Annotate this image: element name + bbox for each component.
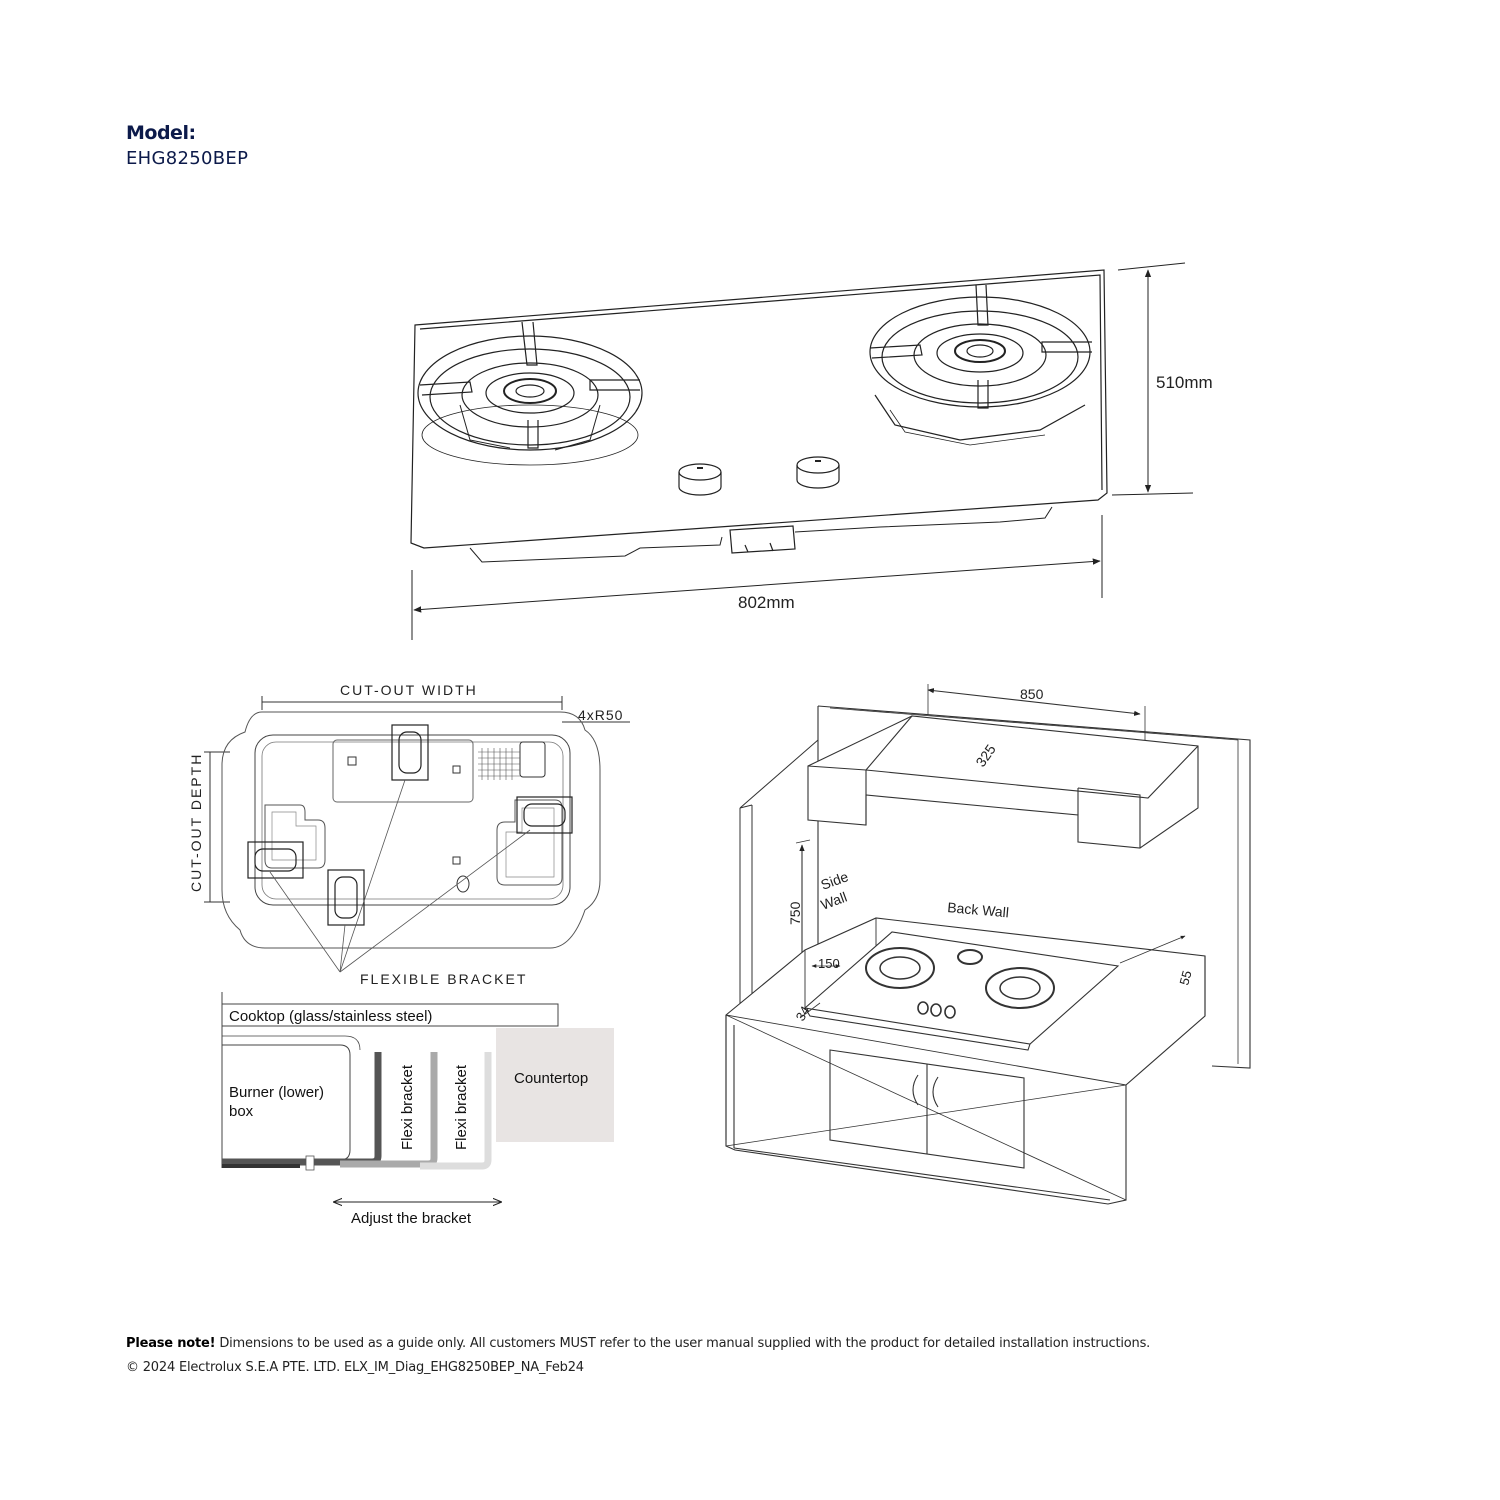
section-diagram (221, 992, 614, 1202)
left-knob (678, 463, 722, 496)
countertop-block (496, 1028, 614, 1142)
radius-label: 4xR50 (578, 707, 623, 723)
flexi-bracket-label-1: Flexi bracket (399, 1064, 416, 1150)
flexi-bracket-mid (340, 1052, 438, 1168)
cutout-width-label: CUT-OUT WIDTH (340, 682, 478, 698)
note-bold: Please note! (126, 1336, 216, 1351)
right-burner (869, 284, 1092, 446)
right-knob (796, 456, 840, 489)
model-code: EHG8250BEP (126, 148, 249, 169)
model-label: Model: (126, 122, 196, 144)
bracket-right (516, 796, 573, 834)
note-text: Dimensions to be used as a guide only. A… (215, 1336, 1151, 1351)
flexi-bracket-light (420, 1052, 492, 1170)
bracket-left (247, 841, 304, 879)
bracket-bottom (327, 869, 365, 926)
cutout-diagram (204, 696, 630, 973)
front-gap-label: 34 (793, 1003, 813, 1023)
footer: Please note! Dimensions to be used as a … (126, 1336, 1150, 1384)
installation-diagram (725, 684, 1251, 1205)
footer-note: Please note! Dimensions to be used as a … (126, 1336, 1150, 1351)
front-bracket (729, 525, 796, 554)
depth-label: 510mm (1156, 373, 1213, 392)
bracket-top (391, 724, 429, 781)
back-wall-label: Back Wall (947, 899, 1010, 920)
adjust-bracket-label: Adjust the bracket (351, 1210, 472, 1227)
height-clearance-label: 750 (787, 901, 803, 925)
model-header: Model: EHG8250BEP (126, 122, 248, 169)
copyright: © 2024 Electrolux S.E.A PTE. LTD. ELX_IM… (126, 1360, 584, 1375)
cooktop-perspective (410, 269, 1108, 563)
width-dimension (411, 515, 1103, 640)
width-label: 802mm (738, 593, 795, 612)
hood-width-label: 850 (1020, 686, 1044, 702)
left-burner (417, 321, 643, 466)
side-wall-label-1: Side (819, 868, 851, 893)
burner-box-label-1: Burner (lower) (229, 1084, 324, 1101)
flexi-bracket-label-2: Flexi bracket (453, 1064, 470, 1150)
depth-dimension (1111, 262, 1194, 496)
burner-box-label-2: box (229, 1103, 254, 1120)
flexible-bracket-label: FLEXIBLE BRACKET (360, 971, 527, 987)
cutout-depth-label: CUT-OUT DEPTH (188, 753, 204, 892)
back-gap-label: 55 (1176, 969, 1194, 987)
cooktop-layer-label: Cooktop (glass/stainless steel) (229, 1008, 432, 1025)
side-gap-label: 150 (818, 956, 840, 971)
countertop-label: Countertop (514, 1070, 588, 1087)
